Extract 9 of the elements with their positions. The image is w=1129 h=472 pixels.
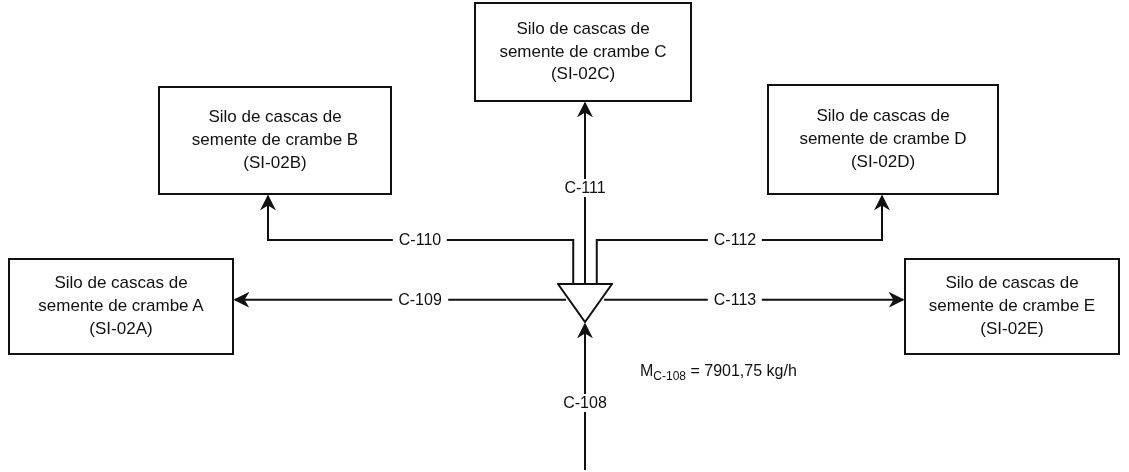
splitter-triangle (557, 283, 613, 323)
silo-box: Silo de cascas de semente de crambe E (SI-02E) (904, 258, 1120, 355)
arrow (577, 101, 593, 284)
mass-flow-note: M$_{C-108}$ = 7901,75 kg/h (640, 362, 797, 384)
silo-box: Silo de cascas de semente de crambe C (SI-02C) (474, 2, 692, 102)
silo-box: Silo de cascas de semente de crambe D (SI-02D) (767, 84, 999, 195)
silo-box: Silo de cascas de semente de crambe A (SI-02A) (8, 258, 234, 355)
arrow (577, 322, 593, 471)
silo-box: Silo de cascas de semente de crambe B (SI-02B) (158, 86, 392, 195)
